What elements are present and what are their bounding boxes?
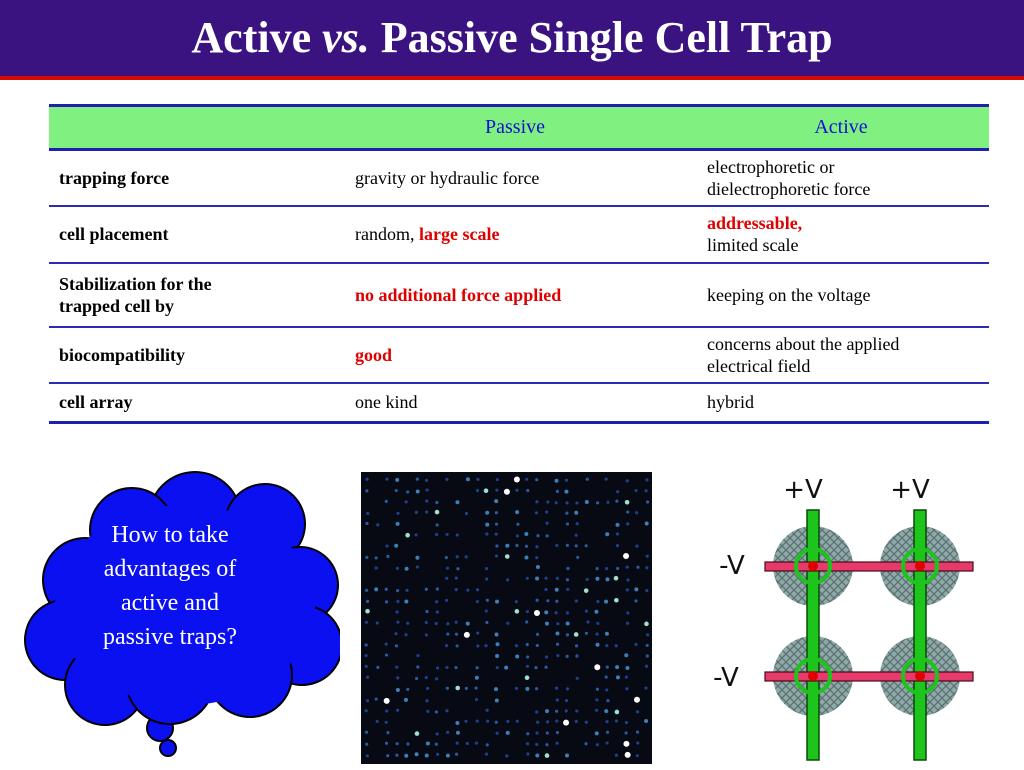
table-row: biocompatibility good concerns about the… [49, 327, 989, 383]
active-cell: addressable,limited scale [707, 213, 803, 255]
label-minus-v: -V [713, 663, 739, 693]
row-label: cell placement [59, 224, 169, 244]
header-passive: Passive [485, 116, 545, 138]
label-plus-v: +V [890, 475, 930, 505]
passive-cell: no additional force applied [355, 284, 562, 305]
row-label: cell array [59, 392, 133, 413]
electrode-array-schematic: +V +V -V -V [713, 475, 974, 761]
passive-cell: random, large scale [355, 224, 500, 244]
callout-text: How to take advantages of active and pas… [70, 518, 270, 654]
microarray-spots [364, 476, 650, 758]
passive-cell: good [355, 344, 393, 365]
passive-cell: one kind [355, 392, 418, 413]
slide-title: Active vs. Passive Single Cell Trap [191, 13, 833, 62]
table-row: cell placement random, large scale addre… [49, 206, 989, 263]
trap-dot [808, 561, 925, 681]
row-label: biocompatibility [59, 344, 186, 365]
active-cell: keeping on the voltage [707, 284, 871, 305]
callout-line: active and [121, 590, 219, 616]
passive-cell: gravity or hydraulic force [355, 167, 540, 188]
header-active: Active [814, 116, 868, 138]
label-minus-v: -V [719, 551, 745, 581]
microarray-image [361, 472, 652, 764]
active-cell: hybrid [707, 392, 754, 413]
title-divider [0, 76, 1024, 80]
table-row: trapping force gravity or hydraulic forc… [49, 150, 989, 206]
table-header-row: Passive Active [49, 105, 989, 150]
title-bar [0, 0, 1024, 76]
comparison-table: Passive Active trapping force gravity or… [49, 104, 989, 424]
column-electrode [806, 509, 927, 761]
row-electrode [764, 561, 974, 682]
callout-line: How to take [111, 522, 229, 548]
header-blank [49, 106, 337, 150]
trap-ring [794, 547, 939, 695]
callout-line: passive traps? [103, 624, 237, 650]
label-plus-v: +V [783, 475, 823, 505]
thought-cloud [24, 471, 340, 757]
row-label: trapping force [59, 167, 170, 188]
table-row: cell array one kind hybrid [49, 383, 989, 423]
callout-line: advantages of [103, 556, 237, 582]
